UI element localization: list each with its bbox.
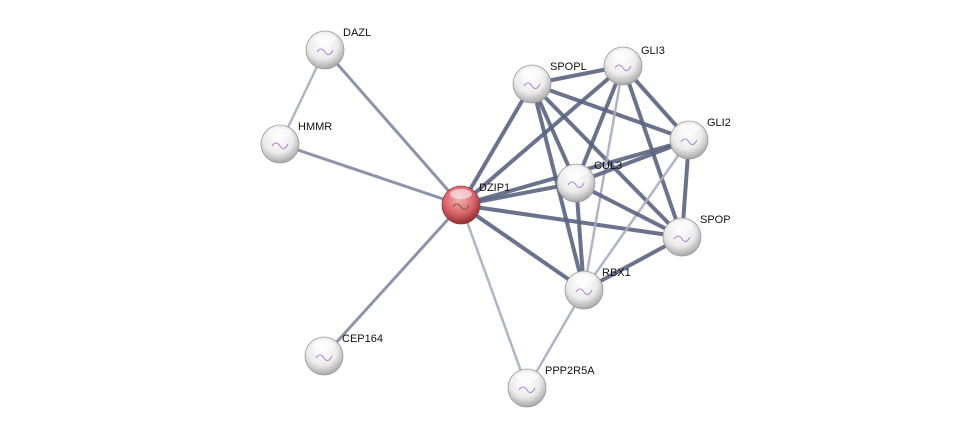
edge-dazl-dzip1[interactable] — [323, 49, 463, 206]
node-highlight — [678, 124, 700, 134]
edge-cep164-dzip1[interactable] — [322, 203, 463, 358]
protein-structure-icon — [315, 354, 333, 362]
node-label: GLI2 — [707, 117, 731, 129]
node-ppp2r5a[interactable]: PPP2R5A — [507, 365, 595, 408]
edge-dzip1-spop[interactable] — [460, 203, 683, 239]
protein-structure-icon — [316, 48, 334, 56]
node-label: DZIP1 — [479, 182, 510, 194]
node-dazl[interactable]: DAZL — [305, 27, 371, 70]
node-label: PPP2R5A — [545, 365, 595, 377]
node-cep164[interactable]: CEP164 — [304, 333, 383, 376]
edge-hmmr-dzip1[interactable] — [279, 142, 462, 207]
node-highlight — [450, 189, 472, 199]
node-label: DAZL — [343, 27, 371, 39]
edge-dzip1-spopl[interactable] — [459, 82, 534, 207]
node-label: CEP164 — [342, 333, 383, 345]
node-spop[interactable]: SPOP — [662, 214, 731, 257]
node-highlight — [565, 167, 587, 177]
protein-structure-icon — [452, 203, 470, 211]
node-gli2[interactable]: GLI2 — [669, 117, 731, 160]
edge-ppp2r5a-dzip1[interactable] — [459, 204, 529, 389]
node-highlight — [313, 340, 335, 350]
edge-gli2-cul3[interactable] — [575, 138, 690, 185]
node-label: RBX1 — [602, 267, 631, 279]
node-hmmr[interactable]: HMMR — [260, 121, 332, 164]
edge-dzip1-gli3[interactable] — [459, 64, 625, 207]
protein-structure-icon — [518, 386, 536, 394]
node-highlight — [521, 68, 543, 78]
node-highlight — [671, 221, 693, 231]
node-label: SPOPL — [550, 61, 587, 73]
edge-spopl-gli2[interactable] — [531, 82, 690, 142]
node-highlight — [612, 50, 634, 60]
node-highlight — [516, 372, 538, 382]
protein-structure-icon — [523, 82, 541, 90]
protein-structure-icon — [567, 181, 585, 189]
node-cul3[interactable]: CUL3 — [556, 160, 622, 203]
edge-gli3-rbx1[interactable] — [582, 65, 625, 291]
protein-structure-icon — [575, 288, 593, 296]
protein-structure-icon — [614, 64, 632, 72]
edge-gli3-cul3[interactable] — [574, 65, 625, 184]
edge-cul3-spop[interactable] — [575, 181, 683, 239]
node-label: SPOP — [700, 214, 731, 226]
protein-structure-icon — [680, 138, 698, 146]
node-gli3[interactable]: GLI3 — [603, 45, 665, 86]
node-label: CUL3 — [594, 160, 622, 172]
protein-structure-icon — [271, 142, 289, 150]
node-dzip1[interactable]: DZIP1 — [441, 182, 510, 225]
node-highlight — [314, 34, 336, 44]
node-rbx1[interactable]: RBX1 — [564, 267, 631, 310]
protein-structure-icon — [673, 235, 691, 243]
node-highlight — [573, 274, 595, 284]
edge-gli3-spop[interactable] — [621, 65, 684, 238]
node-spopl[interactable]: SPOPL — [512, 61, 587, 104]
edge-dzip1-rbx1[interactable] — [459, 203, 586, 292]
node-highlight — [269, 128, 291, 138]
node-label: HMMR — [298, 121, 332, 133]
node-label: GLI3 — [641, 45, 665, 57]
